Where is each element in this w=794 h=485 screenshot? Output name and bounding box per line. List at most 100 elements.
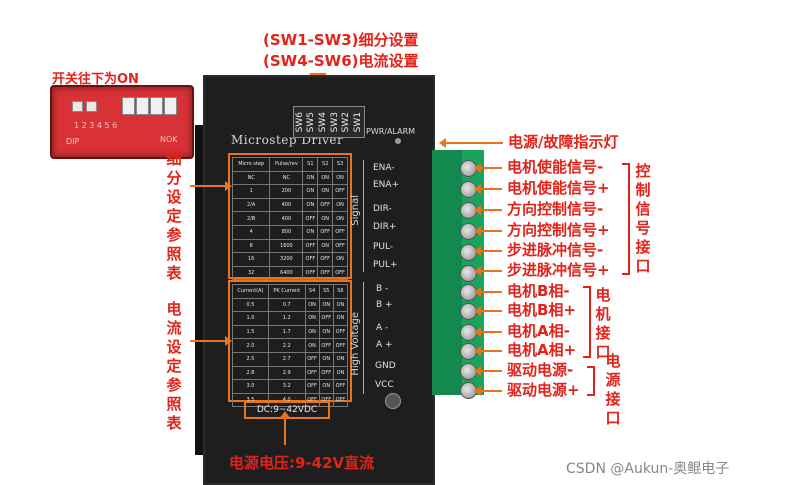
arrow-icon [474,327,502,337]
cell: ON [318,379,334,394]
driver-side [195,125,205,455]
cell: OFF [317,197,334,213]
header-cell: Current(A) [232,284,269,299]
subdiv-reference-label: 细分设定参照表 [166,150,182,282]
signal-label: Signal [350,195,361,226]
cell: 4.0 [267,392,306,408]
cell: 4 [231,224,271,240]
cell: 1 [231,184,271,199]
supply-voltage-label: 电源电压:9-42V直流 [229,454,375,472]
power-label-1: 驱动电源- [507,361,574,379]
cell: OFF [332,324,349,340]
pin-vcc: VCC [375,380,394,390]
header-cell: PK Current [267,284,306,299]
dip-switch-photo: 1 2 3 4 5 6 DIP NOK [50,85,194,159]
cell: ON [332,311,349,326]
signal-label-5: 步进脉冲信号- [507,241,604,259]
sw-label: SW1 [353,111,364,133]
dip-on-label: 开关往下为ON [52,72,139,87]
cell: 16 [231,252,271,267]
arrow-icon [474,163,502,173]
signal-bracket [363,160,364,272]
motor-label-2: 电机B相+ [507,301,577,319]
cell: OFF [332,379,349,394]
motor-label-4: 电机A相+ [507,341,577,359]
cell: 1.5 [232,324,269,340]
cell: OFF [332,392,349,408]
cell: OFF [304,351,320,367]
cell: ON [332,170,348,186]
cell: ON [304,324,320,340]
dip-numbers: 1 2 3 4 5 6 [74,121,118,130]
sw-label: SW3 [329,111,340,133]
cell: OFF [332,224,348,240]
arrow-icon [190,185,226,187]
cell: OFF [304,365,320,381]
motor-group-label: 电机接口 [595,286,611,361]
arrow-icon [190,340,226,342]
cell: NC [231,170,271,186]
hv-bracket [363,282,364,394]
signal-label-3: 方向控制信号- [507,200,604,218]
cell: OFF [318,365,334,381]
cell: OFF [332,184,348,199]
cell: 2/B [231,211,271,226]
table-header-row: Current(A) PK Current S4 S5 S6 [232,284,349,299]
sw-label: SW6 [294,111,305,133]
header-cell: S4 [304,284,320,299]
current-reference-label: 电流设定参照表 [166,300,182,432]
cell: OFF [302,265,319,281]
arrow-icon [439,138,503,148]
cell: OFF [318,338,334,353]
cell: 1.7 [267,324,306,340]
arrow-icon [474,366,502,376]
arrow-icon [474,306,502,316]
power-label-2: 驱动电源+ [507,381,580,399]
cell: OFF [302,238,319,254]
cell: 0.5 [232,297,269,313]
sw-label: SW5 [306,111,317,133]
arrow-icon [474,346,502,356]
switch-labels: SW6 SW5 SW4 SW3 SW2 SW1 [294,107,364,137]
cell: ON [318,297,334,313]
cell: 6400 [269,265,304,281]
arrow-icon [474,266,502,276]
pin-a-plus: A + [376,340,393,350]
header-cell: S6 [332,284,349,299]
pin-b-plus: B + [376,300,393,310]
cell: 2/A [231,197,271,213]
pwr-alarm-label: PWR/ALARM [366,127,416,136]
arrow-icon [474,184,502,194]
arrow-icon [474,386,502,396]
up-arrow-icon [279,411,291,419]
cell: ON [304,338,320,353]
header-cell: S3 [332,157,348,172]
cell: 2.8 [232,365,269,381]
cell: OFF [304,379,320,394]
pin-a-minus: A - [376,323,389,333]
signal-label-2: 电机使能信号+ [507,179,610,197]
control-group-label: 控制信号接口 [635,162,651,275]
cell: OFF [332,238,348,254]
pin-dir-plus: DIR+ [373,222,397,232]
cell: 3.5 [232,392,269,408]
power-brace [587,366,595,396]
cell: 8 [231,238,271,254]
control-brace [622,163,630,275]
signal-label-4: 方向控制信号+ [507,221,610,239]
watermark: CSDN @Aukun-奥鲲电子 [566,461,730,477]
pin-ena-plus: ENA+ [373,180,400,190]
cell: ON [332,365,349,381]
cell: OFF [318,311,334,326]
cell: 3.0 [232,379,269,394]
cell: ON [317,238,334,254]
led-indicator [395,138,401,144]
